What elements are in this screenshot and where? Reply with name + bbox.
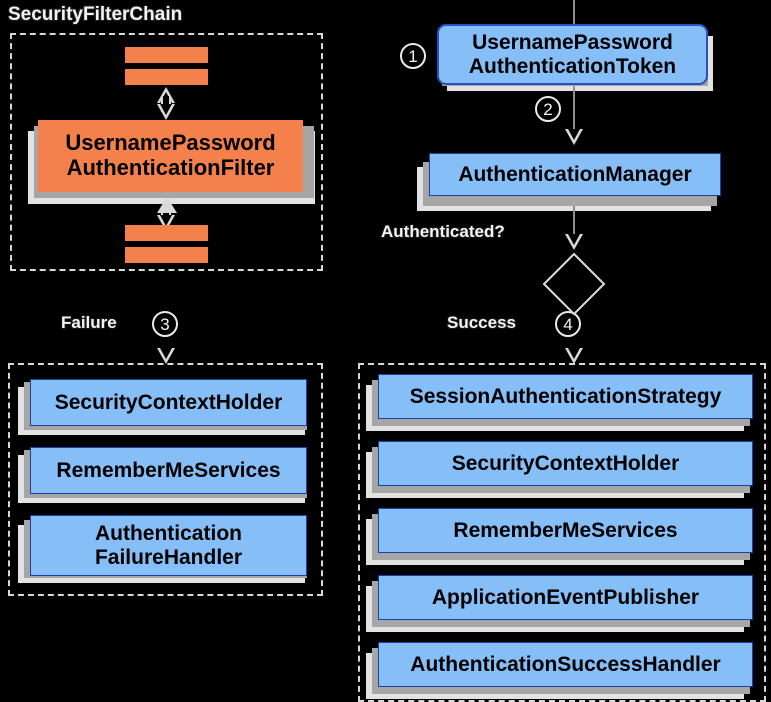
step-badge-2: 2 xyxy=(535,96,561,122)
node-label: AuthenticationManager xyxy=(458,162,692,186)
security-filter-chain-title: SecurityFilterChain xyxy=(8,4,183,25)
filter-bar-bottom-2 xyxy=(125,247,208,263)
manager-to-decision-arrowhead xyxy=(565,234,583,250)
node-success-handler-1[interactable]: SecurityContextHolder xyxy=(378,441,753,486)
decision-diamond xyxy=(542,252,606,316)
node-label: AuthenticationSuccessHandler xyxy=(410,652,721,676)
failure-label: Failure xyxy=(61,313,117,332)
success-label: Success xyxy=(447,313,516,332)
node-label: UsernamePassword AuthenticationFilter xyxy=(65,130,276,180)
node-username-password-authentication-filter[interactable]: UsernamePassword AuthenticationFilter xyxy=(38,120,303,192)
node-failure-handler-2[interactable]: Authentication FailureHandler xyxy=(30,515,307,576)
node-label: Authentication FailureHandler xyxy=(94,521,243,569)
token-to-manager-line xyxy=(573,85,575,132)
node-success-handler-2[interactable]: RememberMeServices xyxy=(378,508,753,553)
node-label: RememberMeServices xyxy=(453,518,678,542)
node-authentication-manager[interactable]: AuthenticationManager xyxy=(429,153,721,196)
filter-bar-top-2 xyxy=(125,69,208,85)
security-filter-chain-group xyxy=(10,33,323,271)
filter-bar-bottom-1 xyxy=(125,225,208,241)
success-branch-arrowhead xyxy=(565,348,583,364)
filter-connector-bottom-up-arrowhead xyxy=(157,197,177,213)
step-badge-1: 1 xyxy=(400,43,426,69)
node-label: ApplicationEventPublisher xyxy=(431,585,700,609)
step-badge-3: 3 xyxy=(152,311,178,337)
filter-bar-top-1 xyxy=(125,47,208,63)
token-to-manager-arrowhead xyxy=(565,129,583,145)
filter-connector-top-down-arrowhead xyxy=(157,104,175,120)
failure-handlers-group xyxy=(8,363,323,596)
manager-to-decision-line xyxy=(573,196,575,236)
node-failure-handler-1[interactable]: RememberMeServices xyxy=(30,447,307,494)
success-handlers-group xyxy=(358,363,766,702)
node-label: SecurityContextHolder xyxy=(451,451,680,475)
node-label: SecurityContextHolder xyxy=(54,390,283,414)
filter-connector-bottom-shaft xyxy=(161,206,171,223)
node-label: UsernamePassword AuthenticationToken xyxy=(468,30,677,78)
node-label: RememberMeServices xyxy=(56,458,281,482)
failure-branch-arrowhead xyxy=(157,348,175,364)
entry-line xyxy=(573,0,575,24)
node-label: SessionAuthenticationStrategy xyxy=(409,384,722,408)
node-success-handler-0[interactable]: SessionAuthenticationStrategy xyxy=(378,374,753,419)
node-success-handler-3[interactable]: ApplicationEventPublisher xyxy=(378,575,753,620)
node-success-handler-4[interactable]: AuthenticationSuccessHandler xyxy=(378,642,753,687)
node-username-password-authentication-token[interactable]: UsernamePassword AuthenticationToken xyxy=(437,24,708,85)
authenticated-label: Authenticated? xyxy=(381,222,505,241)
step-badge-4: 4 xyxy=(555,311,581,337)
node-failure-handler-0[interactable]: SecurityContextHolder xyxy=(30,379,307,426)
